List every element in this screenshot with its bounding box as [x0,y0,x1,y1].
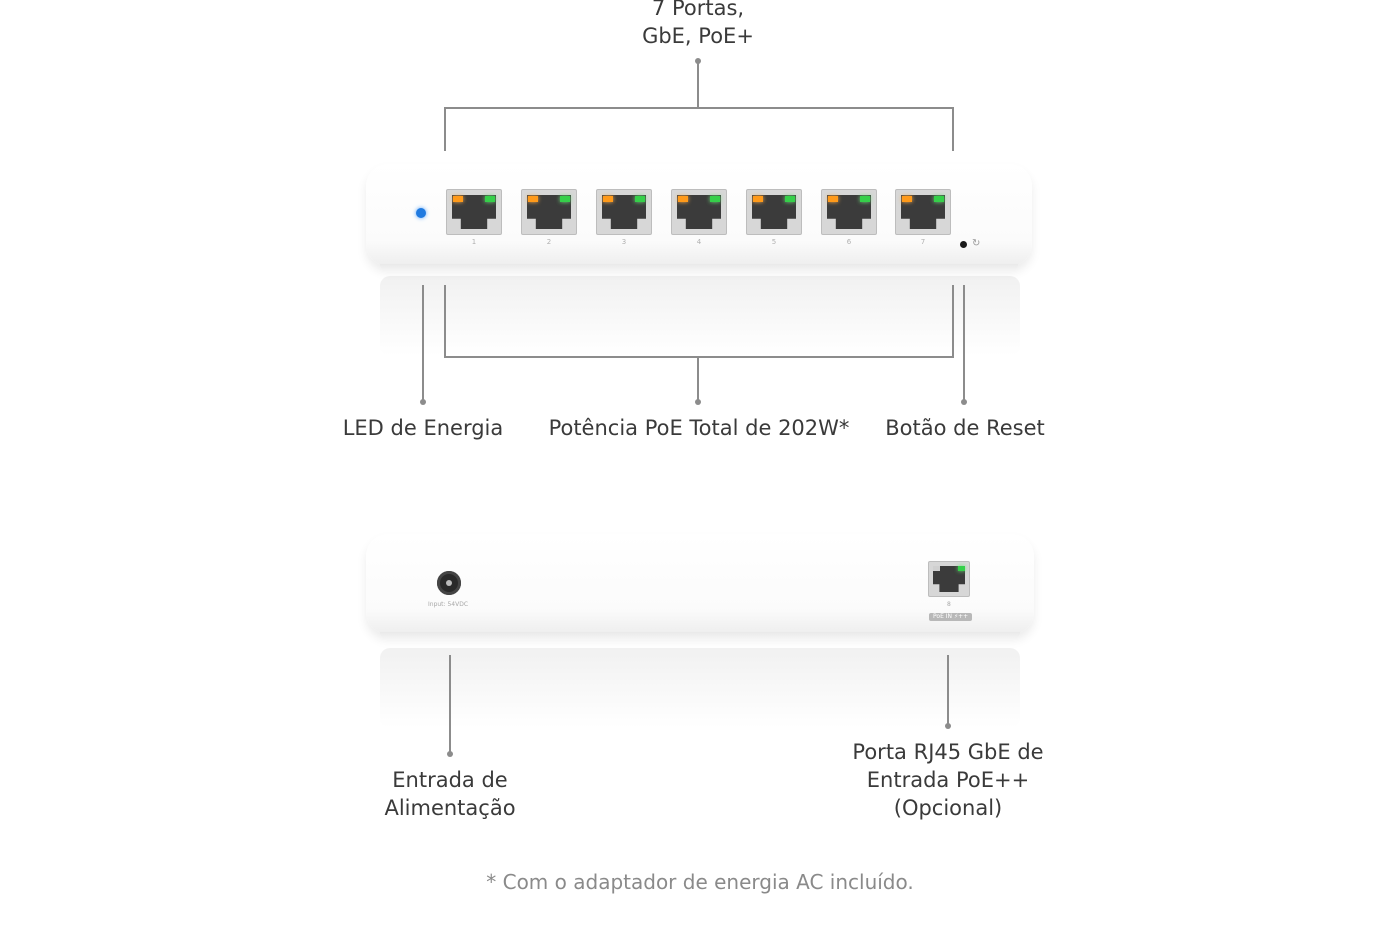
reset-button-label: Botão de Reset [885,416,1045,440]
poe-callout-stem [697,357,699,401]
front-device-reflection [380,276,1020,356]
ports-bracket-left [444,107,446,151]
port-1-label: 1 [471,238,477,246]
ports-bracket-top [444,107,954,109]
ports-callout-stem [697,61,699,107]
power-input-label: Entrada de Alimentação [384,768,516,820]
reset-callout-dot [961,399,967,405]
footnote: * Com o adaptador de energia AC incluído… [486,870,914,894]
power-input-callout-line [449,655,451,753]
uplink-port-number: 8 [947,601,951,608]
port-7-label: 7 [920,238,926,246]
dc-power-jack [437,571,461,595]
reset-button-hole [960,241,967,248]
rear-device-reflection [380,648,1020,728]
port-4-label: 4 [696,238,702,246]
port-2 [521,189,577,235]
poe-bracket-right [952,285,954,357]
power-led-callout-dot [420,399,426,405]
dc-input-print: Input: 54VDC [428,601,469,608]
port-1 [446,189,502,235]
port-6 [821,189,877,235]
port-5-label: 5 [771,238,777,246]
port-5 [746,189,802,235]
power-input-callout-dot [447,751,453,757]
poe-callout-dot [695,399,701,405]
power-led-callout-line [422,285,424,401]
port-2-label: 2 [546,238,552,246]
uplink-port-label: Porta RJ45 GbE de Entrada PoE++ (Opciona… [852,740,1044,820]
uplink-callout-line [947,655,949,725]
poe-bracket-left [444,285,446,357]
front-device-base [380,264,1018,272]
port-3-label: 3 [621,238,627,246]
uplink-callout-dot [945,723,951,729]
port-3 [596,189,652,235]
reset-arrow-icon: ↻ [972,238,981,249]
port-6-label: 6 [846,238,852,246]
poe-bracket-bottom [444,356,954,358]
reset-callout-line [963,285,965,401]
poe-in-badge: PoE IN ⚡++ [929,613,973,621]
ports-bracket-right [952,107,954,151]
port-4 [671,189,727,235]
power-led-label: LED de Energia [342,416,504,440]
rear-device-body [366,534,1034,634]
port-7 [895,189,951,235]
power-led [416,208,426,218]
rear-device-base [380,632,1020,640]
uplink-port [928,561,970,597]
ports-callout-label: 7 Portas, GbE, PoE+ [642,0,754,48]
poe-budget-label: Potência PoE Total de 202W* [548,416,850,440]
